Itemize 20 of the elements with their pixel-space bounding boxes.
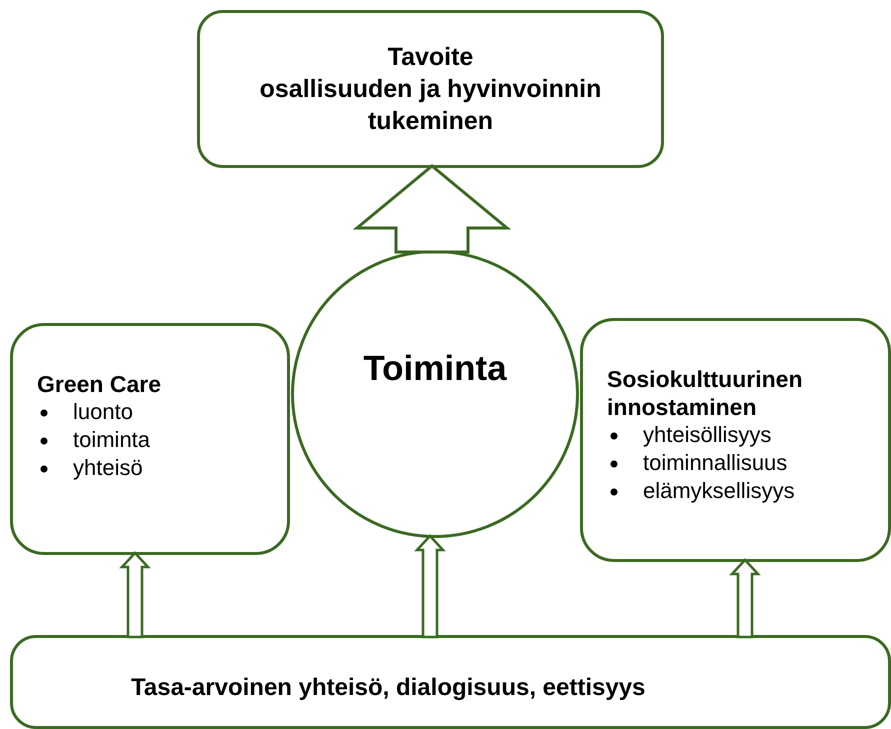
bullet-item: yhteisö <box>73 455 143 480</box>
concept-box <box>10 323 290 555</box>
bullet-item: elämyksellisyys <box>643 478 795 503</box>
bullet-item: toiminta <box>73 427 150 452</box>
heading-text: Sosiokulttuurinen innostaminen <box>607 365 804 421</box>
block-arrow <box>414 534 446 638</box>
center-label: Toiminta <box>363 349 507 389</box>
block-arrow <box>352 164 512 254</box>
heading-text: Tavoite <box>386 42 474 73</box>
bullet-item: luonto <box>73 399 133 424</box>
foundation-box <box>10 635 891 729</box>
bullet-item: yhteisöllisyys <box>643 422 772 447</box>
block-arrow <box>729 558 761 638</box>
heading-text: osallisuuden ja hyvinvoinnin tukeminen <box>258 74 602 137</box>
bullet-item: toiminnallisuus <box>643 450 788 475</box>
heading-text: Green Care <box>37 370 162 398</box>
foundation-text: Tasa-arvoinen yhteisö, dialogisuus, eettisyys <box>131 674 646 702</box>
concept-box <box>580 318 891 562</box>
goal-box <box>197 10 664 168</box>
block-arrow <box>119 551 151 638</box>
